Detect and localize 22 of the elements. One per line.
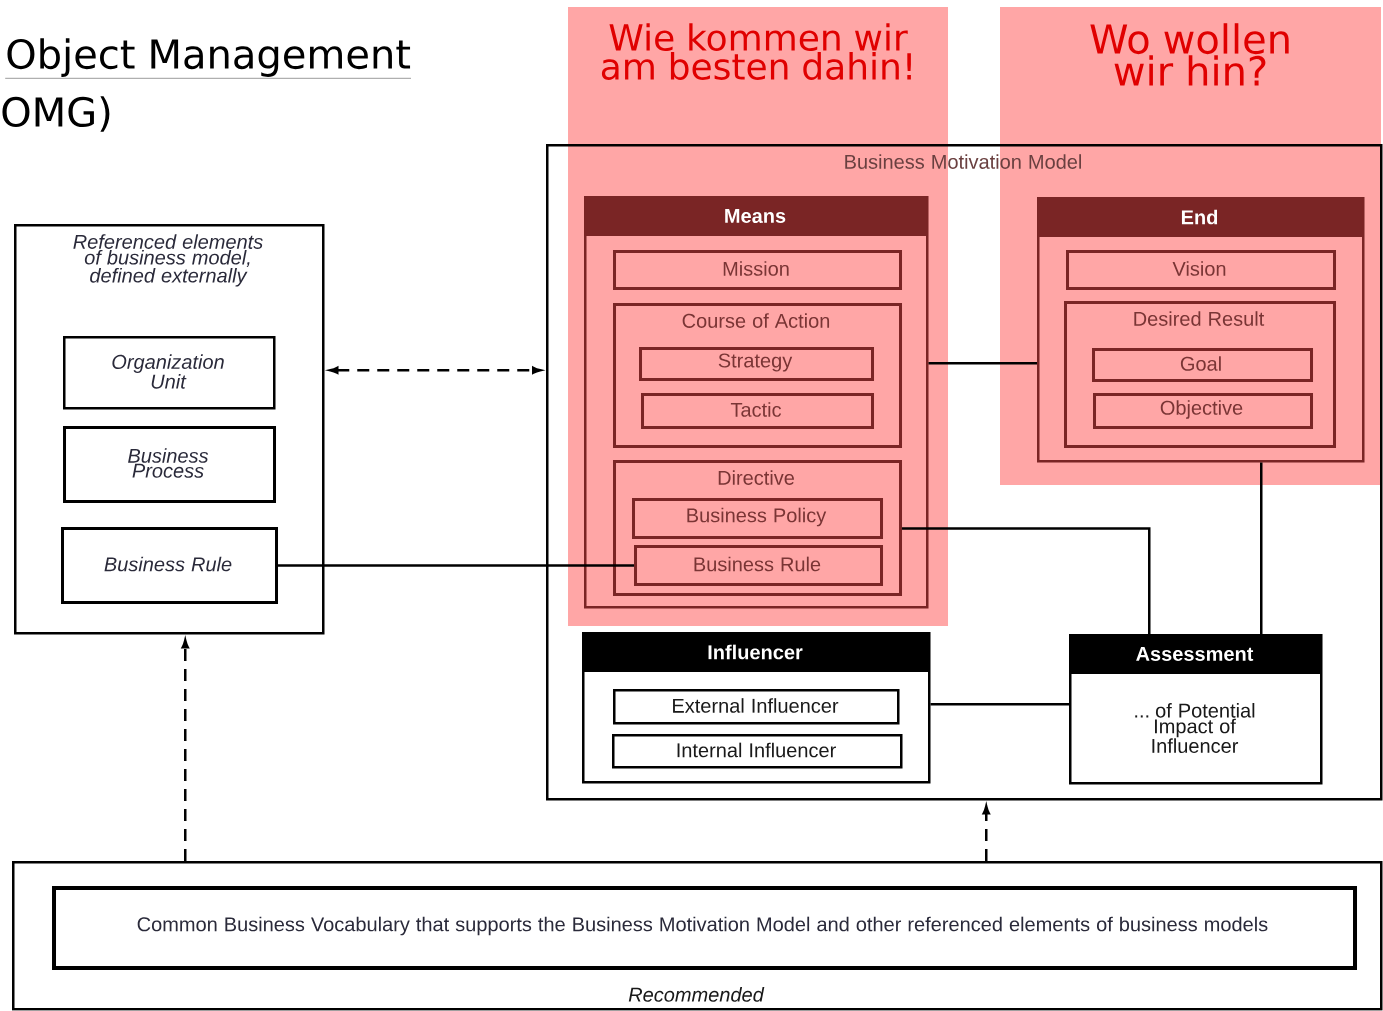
heading-link: Object Management [5, 38, 412, 79]
element-box: Objective [1093, 393, 1313, 429]
element-box: Business Rule [634, 545, 883, 586]
heading-text: OMG) [2, 96, 110, 132]
element-box: Internal Influencer [612, 734, 903, 769]
element-box: Business Process [63, 426, 276, 503]
element-box: Mission [613, 250, 902, 290]
element-box: Business Policy [632, 498, 883, 539]
element-box: Strategy [639, 347, 874, 381]
connector [278, 564, 634, 567]
connector [902, 527, 1151, 634]
element-box: Vision [1066, 250, 1336, 290]
element-box: External Influencer [613, 689, 900, 725]
connector [928, 362, 1037, 365]
text-box: Common Business Vocabulary that supports the Business Motivation Model and other referenced elements of business models [52, 886, 1357, 970]
element-box: Organization Unit [63, 336, 276, 410]
element-box: Business Rule [61, 527, 278, 604]
connector [1260, 462, 1263, 634]
connector [930, 703, 1069, 706]
element-box: Tactic [641, 393, 874, 429]
element-box: Goal [1092, 348, 1313, 382]
group-box: Assessment ... of Potential Impact of Influencer [1069, 634, 1323, 785]
